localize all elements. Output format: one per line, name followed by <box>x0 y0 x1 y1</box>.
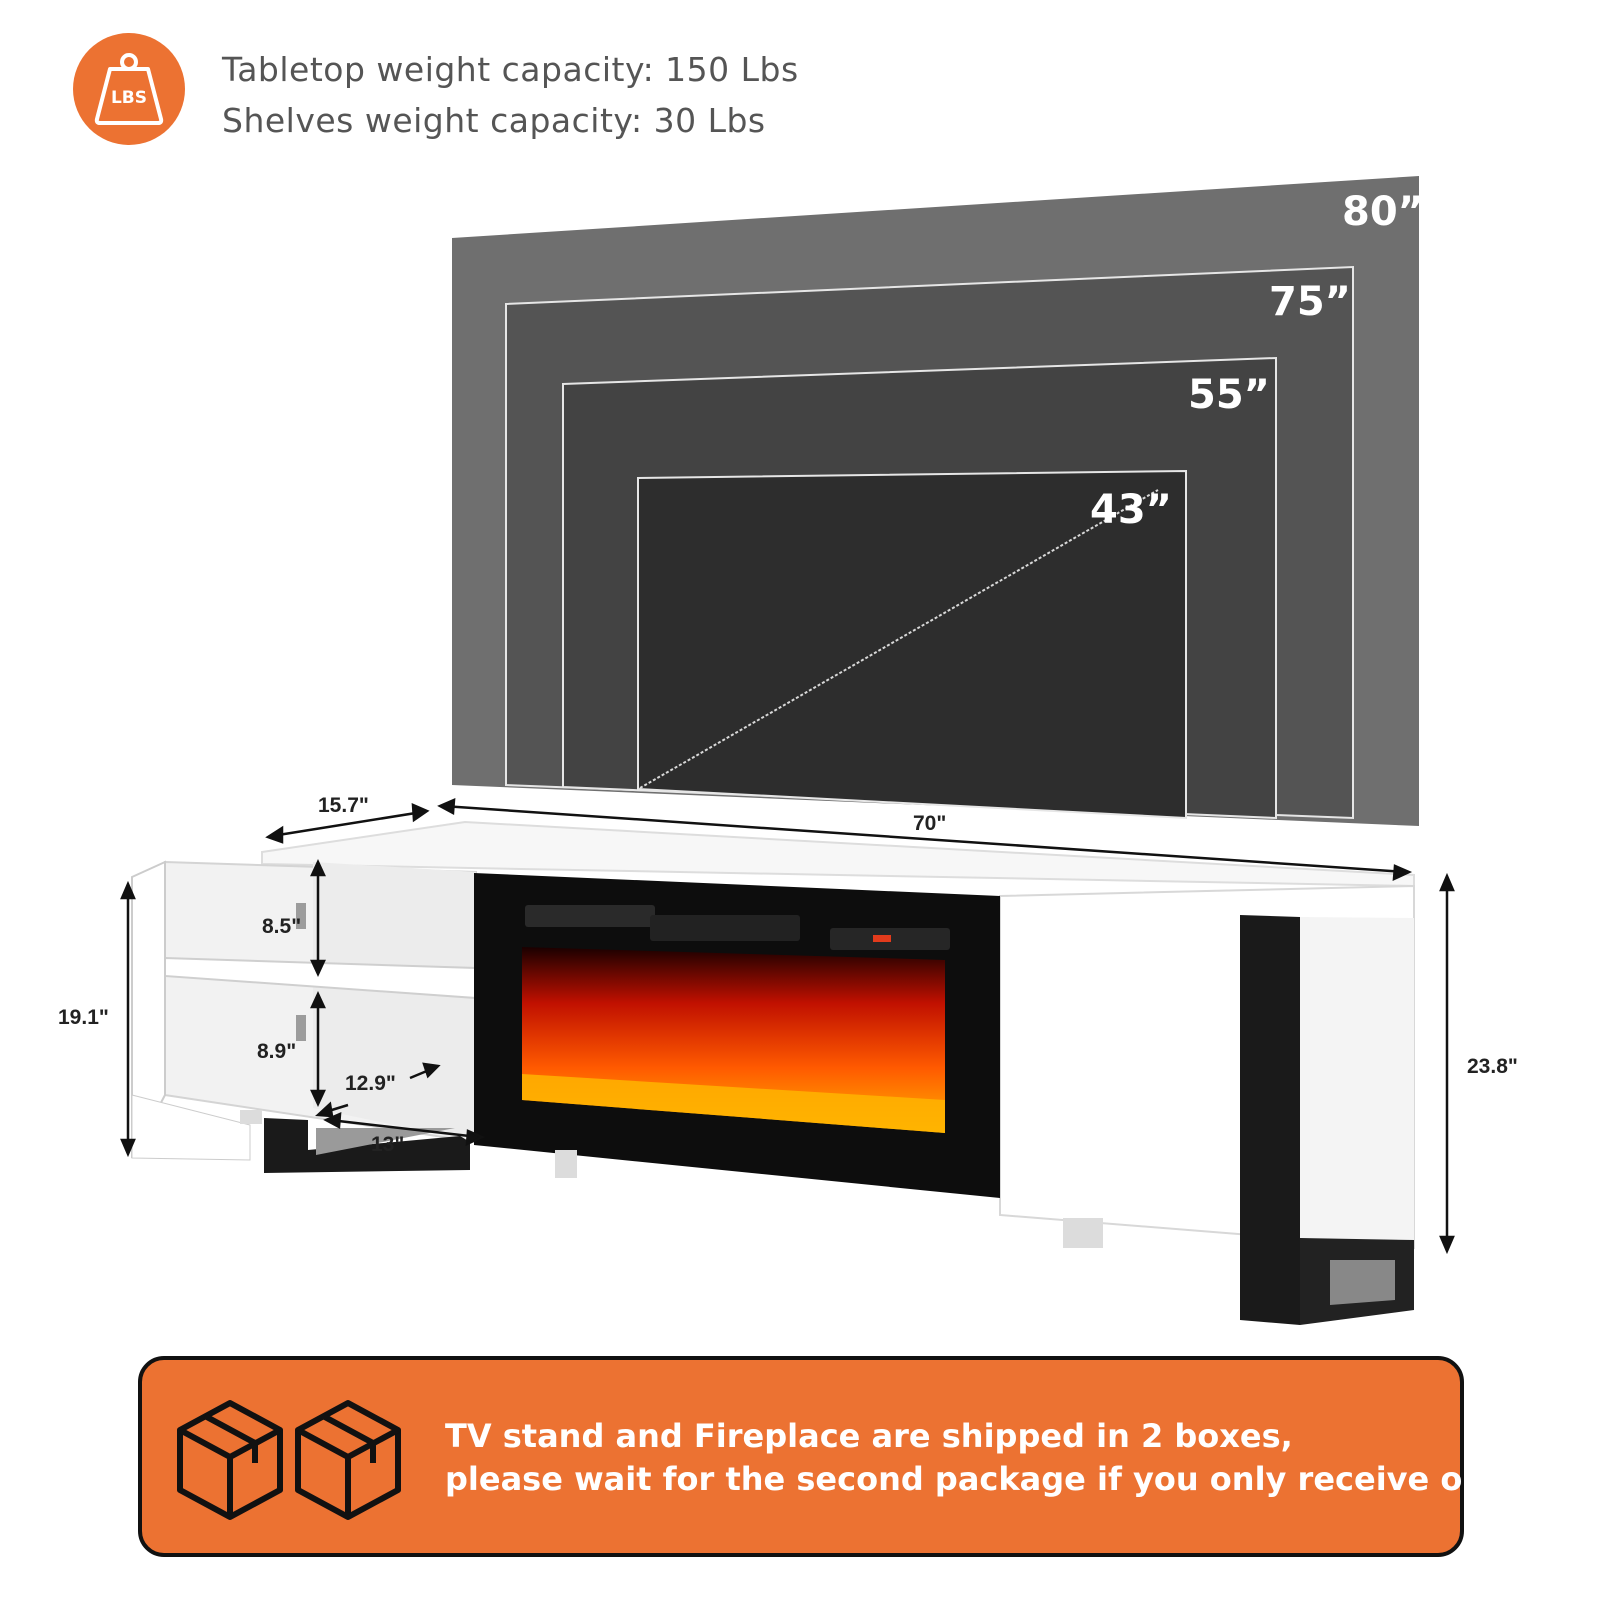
open-door <box>131 860 166 1159</box>
tabletop-capacity: Tabletop weight capacity: 150 Lbs <box>222 50 799 89</box>
weight-capacity-info: Tabletop weight capacity: 150 Lbs Shelve… <box>222 44 799 146</box>
tv-size-label-43: 43” <box>1090 487 1172 533</box>
dim-shelf-width: 13" <box>371 1133 405 1156</box>
fireplace-vent-middle <box>650 915 800 941</box>
dim-shelf-depth: 12.9" <box>345 1072 396 1095</box>
tv-size-label-80: 80” <box>1342 189 1424 235</box>
left-cabinet-interior <box>313 862 476 1142</box>
tv-size-label-55: 55” <box>1188 372 1270 418</box>
tv-frame-43 <box>637 469 1187 820</box>
shipping-line-1: TV stand and Fireplace are shipped in 2 … <box>445 1417 1293 1455</box>
stand-foot-left <box>240 1110 262 1124</box>
weight-badge-text: LBS <box>111 88 147 108</box>
right-side <box>1300 917 1414 1240</box>
fireplace-display <box>873 935 891 942</box>
right-leg-gap <box>1330 1260 1395 1305</box>
hinge-lower <box>296 1015 306 1041</box>
stand-foot-middle <box>555 1150 577 1178</box>
dim-depth: 15.7" <box>318 794 369 817</box>
shelves-capacity: Shelves weight capacity: 30 Lbs <box>222 101 766 140</box>
dim-upper-shelf: 8.5" <box>262 915 302 938</box>
dimension-arrows <box>120 798 1455 1255</box>
shipping-notice: TV stand and Fireplace are shipped in 2 … <box>445 1415 1519 1501</box>
stand-foot-right <box>1063 1218 1103 1248</box>
left-leg <box>264 1118 470 1173</box>
box-icon <box>177 1400 283 1520</box>
tv-size-label-75: 75” <box>1269 279 1351 325</box>
fireplace-embers <box>522 1074 945 1133</box>
shipping-line-2: please wait for the second package if yo… <box>445 1460 1519 1498</box>
dim-overall-height: 23.8" <box>1467 1055 1518 1078</box>
weight-icon: LBS <box>94 53 164 125</box>
door-bottom <box>131 1094 251 1161</box>
fireplace-vent-left <box>525 905 655 927</box>
box-icons <box>177 1400 401 1520</box>
stand-top <box>261 820 1415 888</box>
shipping-banner <box>138 1356 1464 1557</box>
dim-cabinet-height: 19.1" <box>58 1006 109 1029</box>
left-leg-gap <box>316 1128 455 1155</box>
dim-lower-shelf: 8.9" <box>257 1040 297 1063</box>
box-icon <box>295 1400 401 1520</box>
right-black-panel <box>1240 915 1300 1325</box>
weight-badge: LBS <box>73 33 185 145</box>
dim-width: 70" <box>913 812 947 835</box>
hinge-upper <box>296 903 306 929</box>
